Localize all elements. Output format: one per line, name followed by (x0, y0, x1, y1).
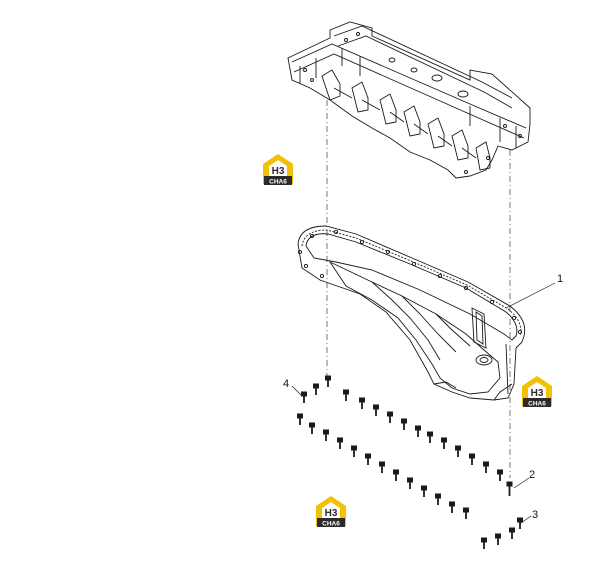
bolt (415, 425, 421, 437)
callout-leaders (291, 282, 556, 524)
watermark-subtext: CHA6 (269, 179, 287, 186)
stud (495, 533, 501, 545)
bolt (427, 431, 433, 443)
bolt (337, 437, 343, 449)
stud (509, 527, 515, 539)
bolt-set (297, 375, 503, 519)
bolt (309, 422, 315, 434)
bolt (365, 453, 371, 465)
watermark-subtext: CHA6 (322, 521, 340, 528)
bolt (359, 397, 365, 409)
bolt (297, 413, 303, 425)
bolt (407, 477, 413, 489)
bolt (387, 411, 393, 423)
callout-label-3: 3 (532, 509, 538, 521)
bolt (483, 461, 489, 473)
bolt (435, 493, 441, 505)
oil-pan (297, 225, 526, 401)
watermark-letters: H3 (531, 388, 544, 399)
bolt (441, 437, 447, 449)
stud (517, 517, 523, 529)
bolt (301, 391, 307, 403)
watermark-logo-3: H3 CHA6 (316, 496, 346, 528)
bolt (343, 389, 349, 401)
bolt (351, 445, 357, 457)
bolt (325, 375, 331, 387)
drain-plug (506, 481, 513, 496)
bolt (449, 501, 455, 513)
alignment-centerlines (326, 100, 511, 478)
bolt (455, 445, 461, 457)
bolt (463, 507, 469, 519)
bolt (469, 453, 475, 465)
watermark-subtext: CHA6 (528, 401, 546, 408)
stud (481, 537, 487, 549)
bolt (373, 404, 379, 416)
engine-block-frame (287, 21, 531, 179)
callout-label-2: 2 (529, 469, 535, 481)
watermark-letters: H3 (325, 508, 338, 519)
bolt (379, 461, 385, 473)
stud-set (481, 517, 523, 549)
bolt (393, 469, 399, 481)
bolt (323, 429, 329, 441)
bolt (421, 485, 427, 497)
bolt (497, 469, 503, 481)
callout-label-1: 1 (557, 273, 563, 285)
watermark-logo-1: H3 CHA6 (263, 154, 293, 186)
watermark-logo-2: H3 CHA6 (522, 376, 552, 408)
watermark-letters: H3 (272, 166, 285, 177)
bolt (313, 383, 319, 395)
callout-label-4: 4 (283, 378, 289, 390)
bolt (401, 418, 407, 430)
